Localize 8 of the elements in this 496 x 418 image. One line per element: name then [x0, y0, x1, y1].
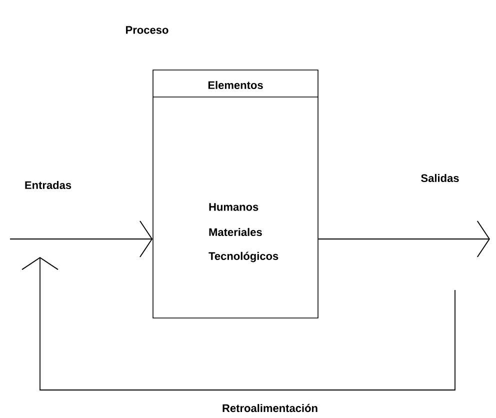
process-box: Elementos Humanos Materiales Tecnológicos [152, 70, 318, 318]
edge-label: Retroalimentación [221, 402, 319, 414]
arrow [10, 220, 153, 258]
title: Proceso [126, 26, 168, 34]
node-label: Salidas [421, 174, 459, 182]
arrow [22, 257, 456, 390]
arrow [318, 220, 490, 258]
node-label: Entradas [25, 180, 72, 190]
